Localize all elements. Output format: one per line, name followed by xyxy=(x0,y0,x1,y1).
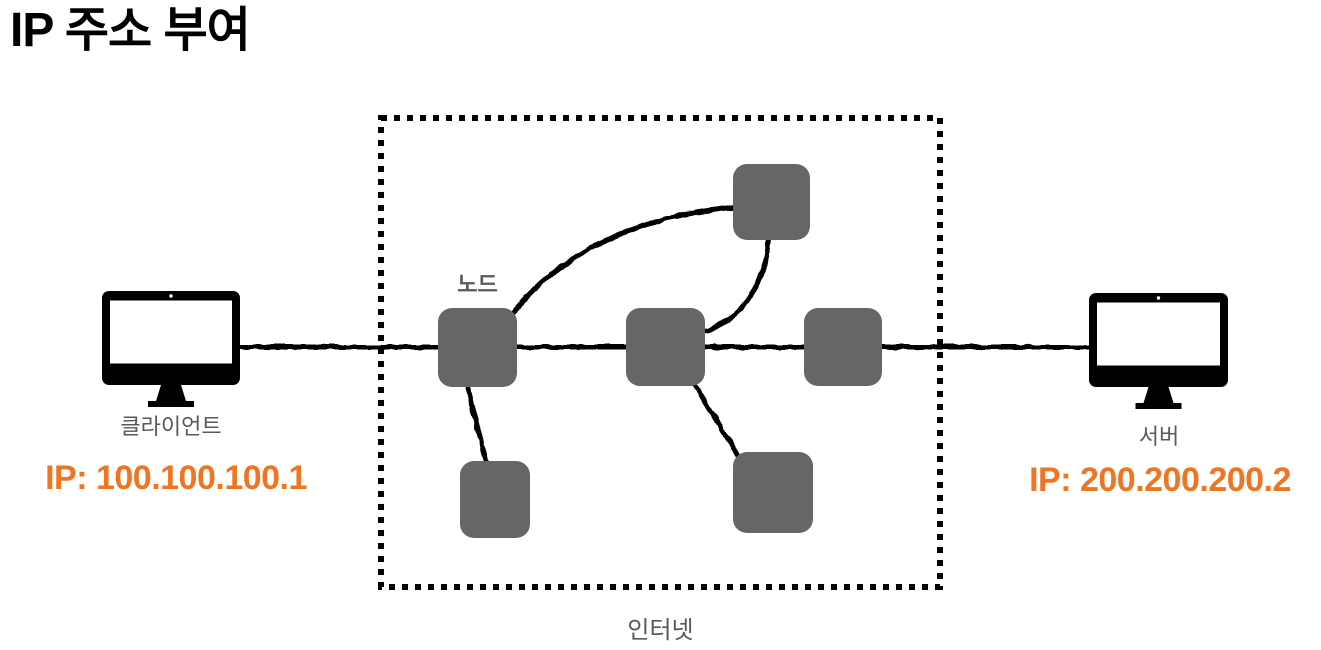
link-node1-to-top-node xyxy=(509,204,740,318)
internet-boundary-box xyxy=(378,115,943,590)
node-mid-center xyxy=(626,308,705,386)
server-ip-address: IP: 200.200.200.2 xyxy=(1029,461,1291,499)
server-label: 서버 xyxy=(1138,424,1180,449)
node-top xyxy=(733,164,810,240)
client-label: 클라이언트 xyxy=(120,414,222,439)
node-label: 노드 xyxy=(457,272,498,297)
node-mid-left xyxy=(438,308,517,387)
node-bottom-left xyxy=(460,461,530,538)
internet-label: 인터넷 xyxy=(627,617,694,644)
client-monitor-icon xyxy=(102,291,240,407)
link-top-node-to-node2 xyxy=(699,235,772,335)
node-mid-right xyxy=(804,308,882,386)
client-ip-address: IP: 100.100.100.1 xyxy=(45,459,307,497)
node-group xyxy=(438,164,882,538)
node-bottom-middle xyxy=(733,452,813,533)
server-monitor-icon xyxy=(1089,293,1228,409)
link-node2-to-bottom-middle-node xyxy=(690,379,741,459)
link-node1-to-bottom-left-node xyxy=(463,380,490,467)
page-title: IP 주소 부여 xyxy=(10,4,251,57)
